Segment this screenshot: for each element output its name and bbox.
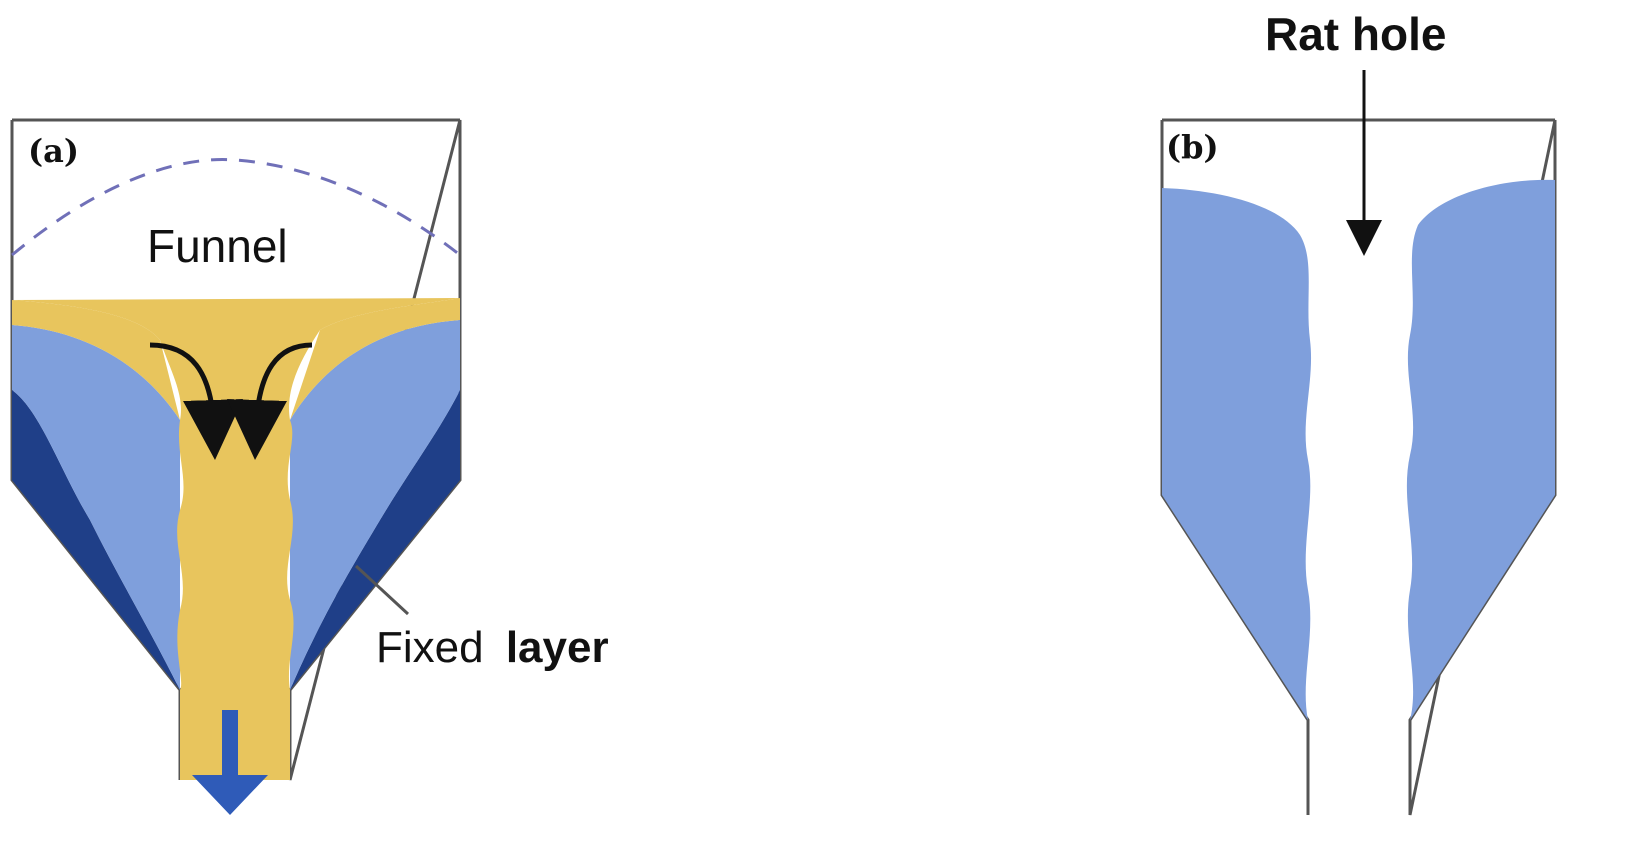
panel-a-flow-arrow-left — [149, 342, 243, 460]
panel-a-fixed-layer-left — [12, 390, 180, 690]
panel-a-top-right-surface — [290, 298, 460, 420]
panel-a-stagnant-left — [12, 325, 180, 690]
panel-a-fixed-layer-right — [290, 390, 460, 690]
panel-a-label: (a) — [28, 132, 79, 170]
panel-b-rat-hole: (b) Rat hole — [1160, 8, 1557, 816]
panel-a-stagnant-right — [290, 320, 460, 690]
panel-b-label: (b) — [1166, 128, 1219, 166]
panel-a-funnel-flow: (a) Funnel Fixed layer — [10, 118, 609, 815]
panel-b-stagnant-left — [1162, 188, 1312, 720]
panel-a-fixed-layer-pointer — [354, 564, 410, 616]
panel-a-discharge-arrow — [192, 710, 268, 815]
panel-a-flow-arrow-right — [227, 342, 313, 460]
fixed-layer-label: Fixed layer — [376, 623, 609, 672]
rat-hole-label: Rat hole — [1265, 8, 1446, 60]
panel-b-stagnant-right — [1406, 179, 1555, 721]
panel-a-top-left-surface — [12, 300, 180, 420]
fixed-layer-label-bold: layer — [506, 623, 609, 672]
fixed-layer-label-regular: Fixed — [376, 623, 484, 672]
funnel-label: Funnel — [147, 220, 288, 272]
panel-a-dashed-surface — [11, 158, 461, 257]
panel-a-flowing-core — [12, 298, 460, 780]
